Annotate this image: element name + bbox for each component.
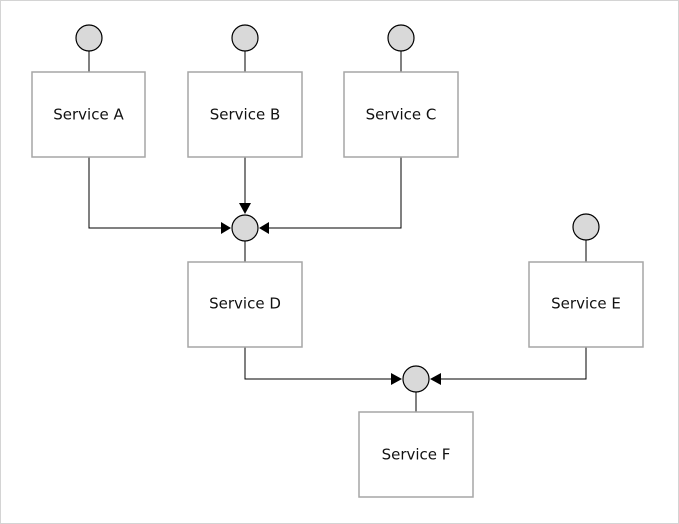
service-e-label: Service E [551, 295, 621, 313]
interface-service-d [231, 214, 259, 242]
service-b-node[interactable]: Service B [187, 71, 303, 158]
service-c-label: Service C [366, 106, 437, 124]
connector-d-to-f [244, 347, 392, 380]
service-f-node[interactable]: Service F [358, 411, 474, 498]
service-a-label: Service A [53, 106, 124, 124]
connector-a-to-d [88, 157, 222, 229]
service-b-label: Service B [210, 106, 281, 124]
interface-service-f [402, 365, 430, 393]
interface-service-e [572, 213, 600, 241]
service-c-node[interactable]: Service C [343, 71, 459, 158]
arrowhead-d-to-f [391, 373, 402, 385]
arrowhead-b-to-d [239, 203, 251, 214]
service-f-label: Service F [382, 446, 451, 464]
service-d-node[interactable]: Service D [187, 261, 303, 348]
connector-e-to-f [440, 347, 587, 380]
service-d-label: Service D [209, 295, 281, 313]
arrowhead-a-to-d [221, 222, 231, 234]
service-a-node[interactable]: Service A [31, 71, 146, 158]
interface-service-c [387, 24, 415, 52]
arrowhead-c-to-d [259, 222, 269, 234]
service-e-node[interactable]: Service E [528, 261, 644, 348]
interface-service-a [75, 24, 103, 52]
connector-c-to-d [268, 157, 402, 229]
interface-service-b [231, 24, 259, 52]
arrowhead-e-to-f [430, 373, 441, 385]
